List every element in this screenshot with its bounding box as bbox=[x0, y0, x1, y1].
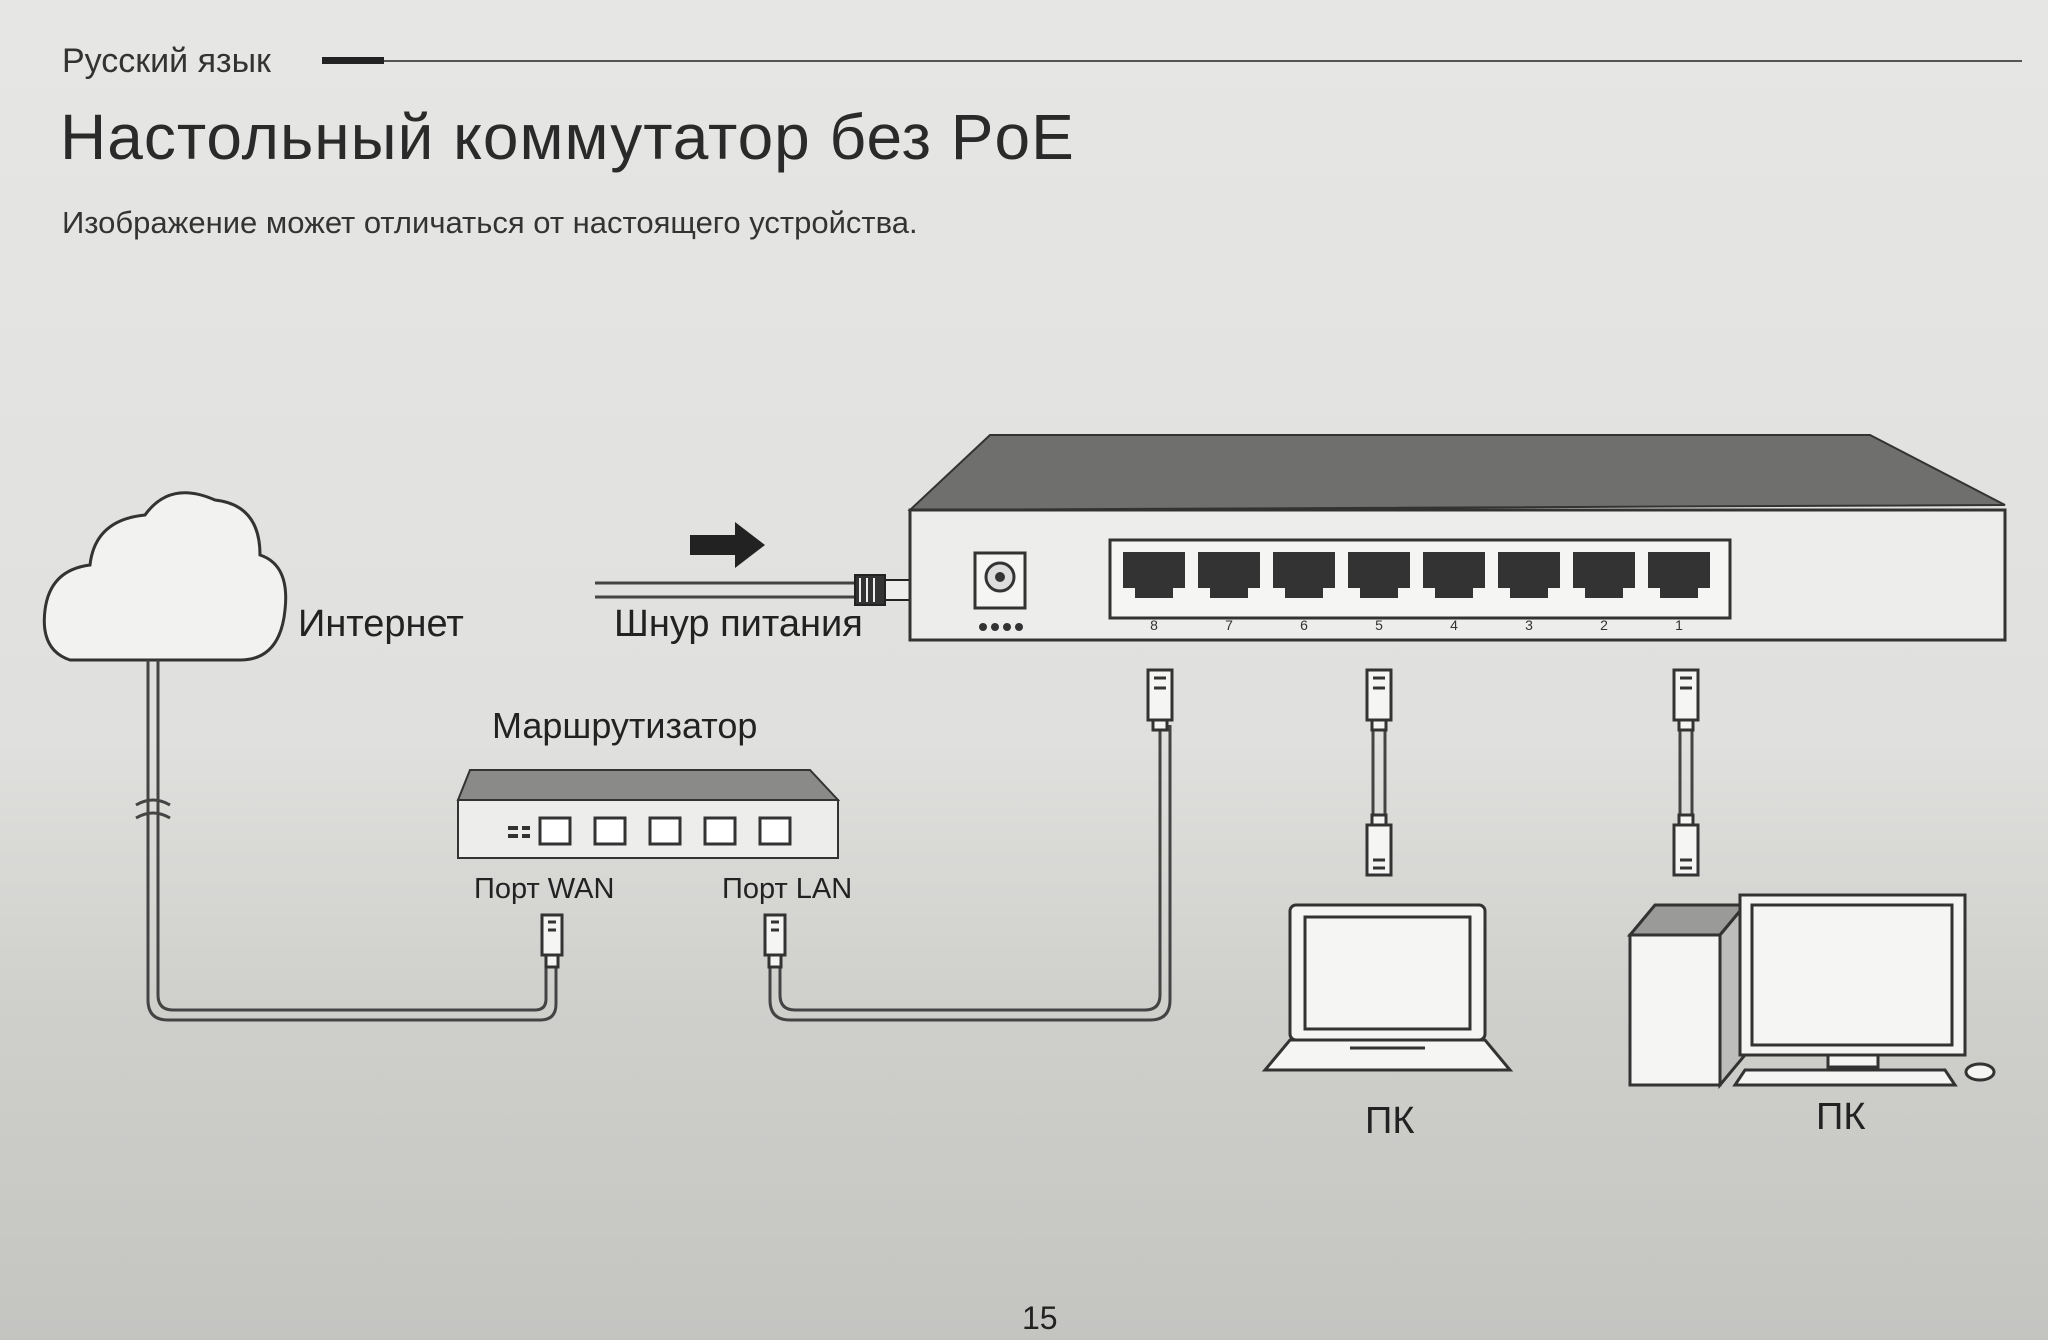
internet-cable bbox=[135, 660, 558, 1022]
port-number-1: 1 bbox=[1675, 617, 1683, 633]
laptop-icon bbox=[1261, 903, 1514, 1072]
laptop-cable-bottom-connector-icon bbox=[1365, 813, 1393, 877]
page-subtitle: Изображение может отличаться от настояще… bbox=[62, 205, 918, 240]
power-cord bbox=[595, 581, 855, 599]
header-rule bbox=[322, 60, 2022, 62]
desktop-pc-icon bbox=[1626, 893, 1996, 1090]
router-label: Маршрутизатор bbox=[492, 705, 758, 746]
lan-connector-icon bbox=[763, 913, 787, 969]
laptop-cable bbox=[1371, 730, 1387, 815]
page-title: Настольный коммутатор без PoE bbox=[60, 101, 1075, 173]
port-number-3: 3 bbox=[1525, 617, 1533, 633]
port-number-2: 2 bbox=[1600, 617, 1608, 633]
port-number-7: 7 bbox=[1225, 617, 1233, 633]
port-number-6: 6 bbox=[1300, 617, 1308, 633]
header-rule-accent bbox=[322, 57, 384, 64]
desktop-cable-bottom-connector-icon bbox=[1672, 813, 1700, 877]
pc-label-desktop: ПК bbox=[1816, 1096, 1866, 1138]
lan-cable bbox=[768, 725, 1172, 1022]
port-number-5: 5 bbox=[1375, 617, 1383, 633]
internet-label: Интернет bbox=[298, 603, 464, 645]
page-number: 15 bbox=[1022, 1300, 1058, 1336]
cloud-icon bbox=[42, 491, 288, 662]
switch-icon: 8 7 6 5 4 3 2 1 bbox=[907, 434, 2007, 642]
desktop-cable bbox=[1678, 730, 1694, 815]
wan-port-label: Порт WAN bbox=[474, 873, 615, 905]
port-number-8: 8 bbox=[1150, 617, 1158, 633]
power-cord-label: Шнур питания bbox=[614, 603, 863, 645]
language-heading: Русский язык bbox=[62, 42, 271, 80]
laptop-cable-top-connector-icon bbox=[1365, 668, 1393, 732]
pc-label-laptop: ПК bbox=[1365, 1100, 1415, 1142]
router-icon bbox=[456, 769, 841, 859]
arrow-right-icon bbox=[690, 522, 765, 568]
switch-port8-connector-icon bbox=[1146, 668, 1174, 732]
desktop-cable-top-connector-icon bbox=[1672, 668, 1700, 732]
lan-port-label: Порт LAN bbox=[722, 873, 853, 905]
wan-connector-icon bbox=[540, 913, 564, 969]
port-number-4: 4 bbox=[1450, 617, 1458, 633]
